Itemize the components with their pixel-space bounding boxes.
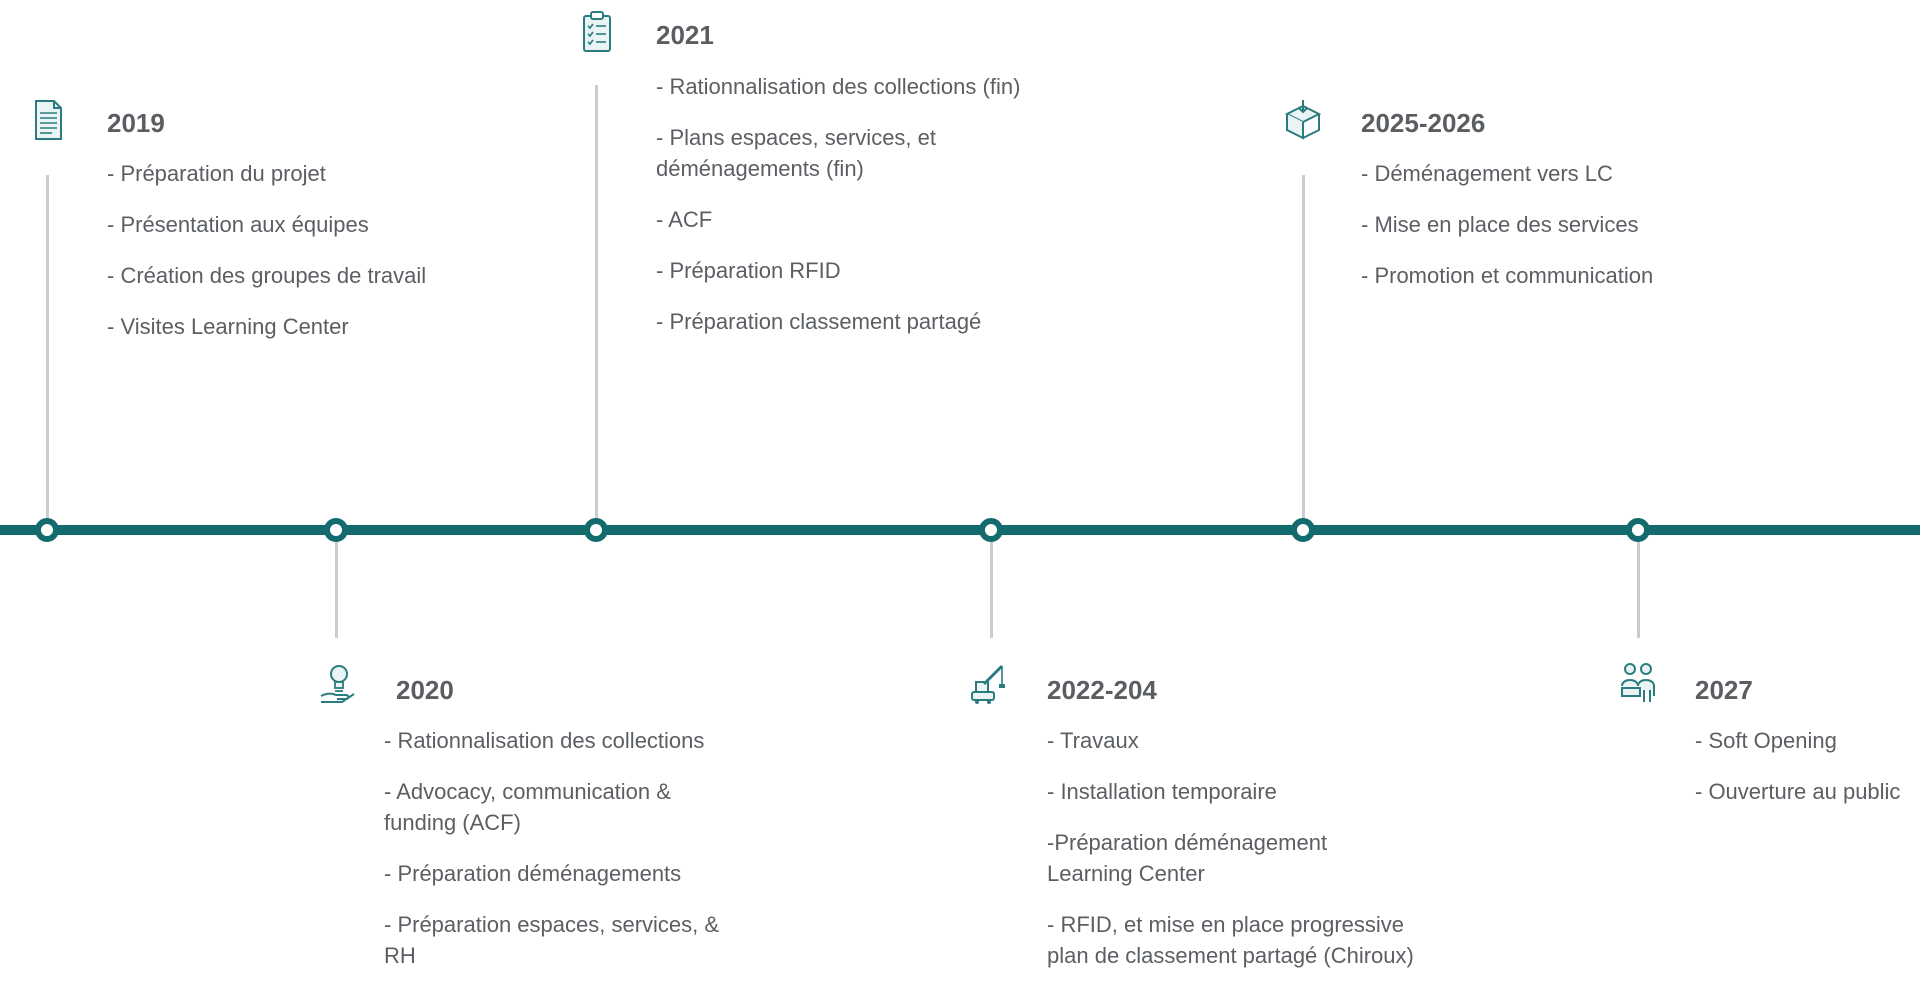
connector-line <box>335 535 338 638</box>
milestone-year: 2021 <box>656 20 714 50</box>
milestone-items: - Travaux - Installation temporaire -Pré… <box>1047 725 1442 991</box>
connector-line <box>46 175 49 525</box>
document-icon <box>35 100 62 140</box>
milestone-item: - Présentation aux équipes <box>107 212 369 237</box>
timeline-node <box>1626 518 1650 542</box>
milestone-item: - Préparation espaces, services, & RH <box>384 912 720 968</box>
milestone-year: 2027 <box>1695 675 1753 705</box>
clipboard-checklist-icon <box>583 11 611 52</box>
milestone-item: - Rationnalisation des collections (fin) <box>656 74 1021 99</box>
milestone-item: - Mise en place des services <box>1361 212 1639 237</box>
timeline-node <box>584 518 608 542</box>
timeline-node <box>1291 518 1315 542</box>
milestone-item: - Travaux <box>1047 728 1139 753</box>
box-icon <box>1284 100 1322 140</box>
milestone-item: - Déménagement vers LC <box>1361 161 1613 186</box>
milestone-item: - Soft Opening <box>1695 728 1837 753</box>
milestone-item: - Création des groupes de travail <box>107 263 427 288</box>
milestone-item: -Préparation déménagement Learning Cente… <box>1047 830 1328 886</box>
lightbulb-hand-icon <box>320 665 355 703</box>
timeline-line <box>0 525 1920 535</box>
milestone-year: 2019 <box>107 108 165 138</box>
milestone-year: 2022-204 <box>1047 675 1157 705</box>
milestone-item: - Préparation déménagements <box>384 861 682 886</box>
crane-icon <box>971 664 1005 704</box>
milestone-item: - Préparation RFID <box>656 258 841 283</box>
timeline-node <box>35 518 59 542</box>
milestone-item: - Ouverture au public <box>1695 779 1901 804</box>
milestone-item: - Rationnalisation des collections <box>384 728 705 753</box>
milestone-item: - ACF <box>656 207 713 232</box>
milestone-item: - Promotion et communication <box>1361 263 1654 288</box>
milestone-item: - Advocacy, communication & funding (ACF… <box>384 779 671 835</box>
milestone-item: - RFID, et mise en place progressive pla… <box>1047 912 1414 968</box>
milestone-item: - Installation temporaire <box>1047 779 1277 804</box>
milestone-item: - Plans espaces, services, et déménageme… <box>656 125 937 181</box>
connector-line <box>1637 535 1640 638</box>
milestone-item: - Visites Learning Center <box>107 314 349 339</box>
milestone-item: - Préparation classement partagé <box>656 309 982 334</box>
milestone-items: - Déménagement vers LC - Mise en place d… <box>1361 158 1741 311</box>
milestone-item: - Préparation du projet <box>107 161 326 186</box>
timeline-node <box>979 518 1003 542</box>
connector-line <box>1302 175 1305 525</box>
milestone-items: - Rationnalisation des collections (fin)… <box>656 71 1066 357</box>
people-icon <box>1621 663 1655 702</box>
milestone-year: 2020 <box>396 675 454 705</box>
connector-line <box>595 85 598 525</box>
timeline-node <box>324 518 348 542</box>
milestone-items: - Rationnalisation des collections - Adv… <box>384 725 729 991</box>
connector-line <box>990 535 993 638</box>
milestone-year: 2025-2026 <box>1361 108 1486 138</box>
milestone-items: - Soft Opening - Ouverture au public <box>1695 725 1920 827</box>
milestone-items: - Préparation du projet - Présentation a… <box>107 158 467 362</box>
